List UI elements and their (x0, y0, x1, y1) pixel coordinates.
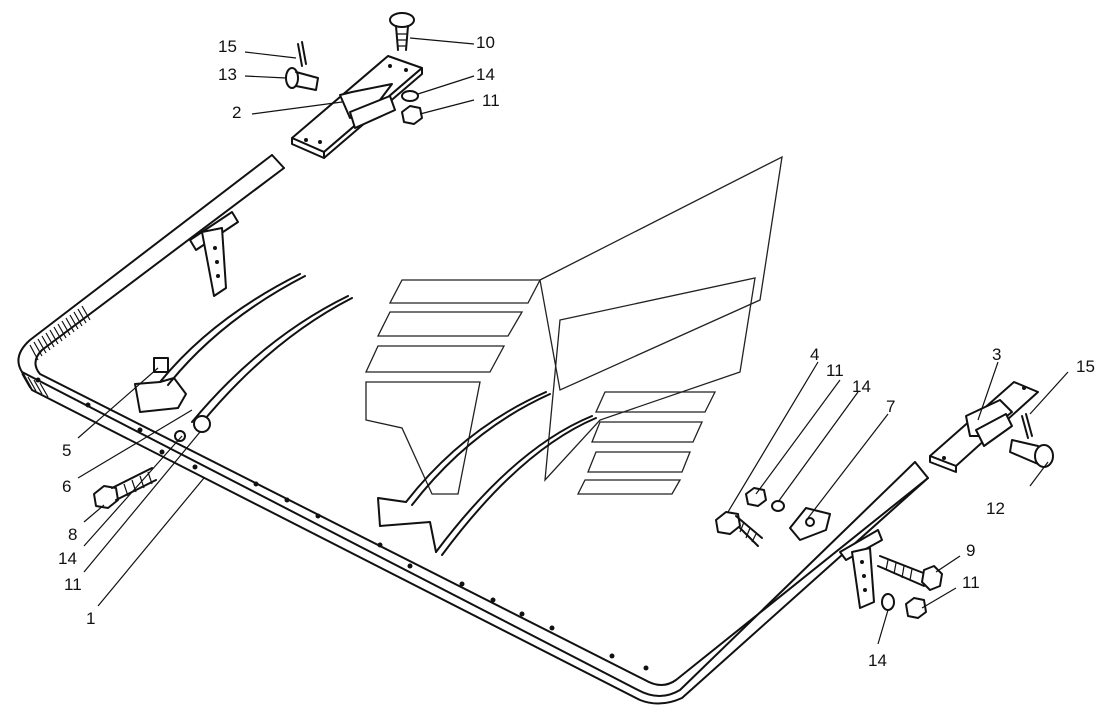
callout-13: 13 (218, 65, 237, 84)
right-hinge-assembly (929, 381, 1054, 473)
callout-11: 11 (64, 575, 82, 594)
callout-2: 2 (232, 103, 241, 122)
callout-1: 1 (86, 609, 95, 628)
right-bolt-9 (877, 555, 943, 619)
right-frame-bracket (839, 529, 883, 609)
callout-9: 9 (966, 541, 975, 560)
frame-tube (17, 154, 929, 705)
callout-14: 14 (868, 651, 887, 670)
callout-5: 5 (62, 441, 71, 460)
frame-shading (21, 305, 91, 398)
right-bolt-4 (715, 487, 785, 547)
callout-7: 7 (886, 397, 895, 416)
left-frame-bracket (189, 211, 239, 297)
callout-14: 14 (58, 549, 77, 568)
callout-14: 14 (852, 377, 871, 396)
callout-labels: 15 13 2 10 14 11 5 6 8 14 11 1 4 11 14 7… (58, 33, 1095, 670)
leader-lines (77, 37, 1069, 645)
callout-4: 4 (810, 345, 819, 364)
clip-bracket-7 (789, 507, 831, 541)
callout-6: 6 (62, 477, 71, 496)
callout-15: 15 (1076, 357, 1095, 376)
callout-10: 10 (476, 33, 495, 52)
callout-11: 11 (962, 573, 980, 592)
callout-3: 3 (992, 345, 1001, 364)
top-hinge-assembly (285, 12, 423, 159)
watermark-logo (364, 155, 783, 495)
center-spring-wire (377, 391, 597, 556)
callout-11: 11 (482, 91, 500, 110)
callout-11: 11 (826, 361, 844, 380)
left-bolt-8 (93, 467, 157, 509)
frame-holes (35, 377, 649, 671)
callout-12: 12 (986, 499, 1005, 518)
callout-8: 8 (68, 525, 77, 544)
left-spring-wire (134, 273, 353, 442)
callout-14: 14 (476, 65, 495, 84)
callout-15: 15 (218, 37, 237, 56)
